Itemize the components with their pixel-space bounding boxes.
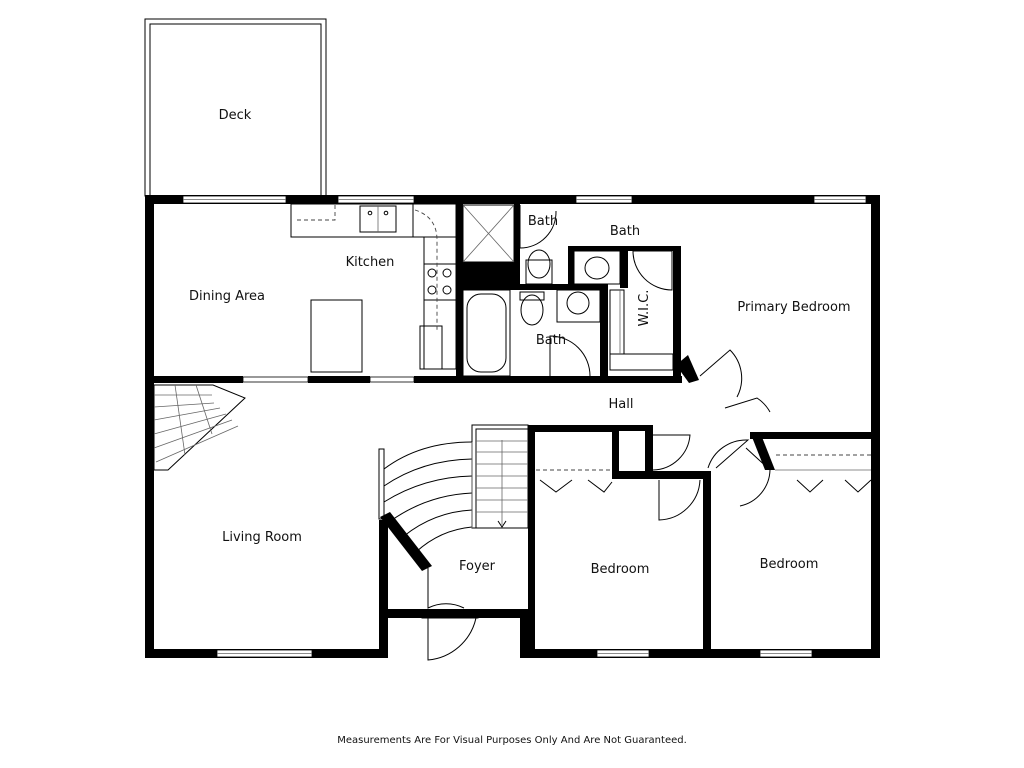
- label-hall: Hall: [609, 397, 634, 412]
- label-foyer: Foyer: [459, 559, 496, 574]
- label-bedroom-center: Bedroom: [591, 562, 650, 577]
- wic-closet: [609, 289, 674, 371]
- stairs-winder: [378, 441, 473, 553]
- stairs-left: [153, 384, 246, 471]
- stairs-center: [471, 424, 529, 529]
- measurements-disclaimer: Measurements Are For Visual Purposes Onl…: [337, 735, 687, 746]
- doors: [421, 349, 771, 661]
- windows: [182, 195, 867, 658]
- label-dining-area: Dining Area: [189, 289, 265, 304]
- interior-walls: [145, 195, 880, 658]
- label-bath-top-left: Bath: [528, 214, 558, 229]
- room-labels: Deck Kitchen Dining Area Bath Bath Bath …: [189, 108, 851, 577]
- label-primary-bedroom: Primary Bedroom: [737, 300, 850, 315]
- label-bath-center: Bath: [536, 333, 566, 348]
- bath-fixtures: [462, 204, 673, 377]
- label-deck: Deck: [219, 108, 252, 123]
- label-living-room: Living Room: [222, 530, 302, 545]
- closets: [536, 454, 872, 493]
- kitchen-fixtures: [290, 203, 457, 373]
- label-bedroom-right: Bedroom: [760, 557, 819, 572]
- label-kitchen: Kitchen: [346, 255, 395, 270]
- label-bath-top-right: Bath: [610, 224, 640, 239]
- label-wic: W.I.C.: [637, 290, 652, 327]
